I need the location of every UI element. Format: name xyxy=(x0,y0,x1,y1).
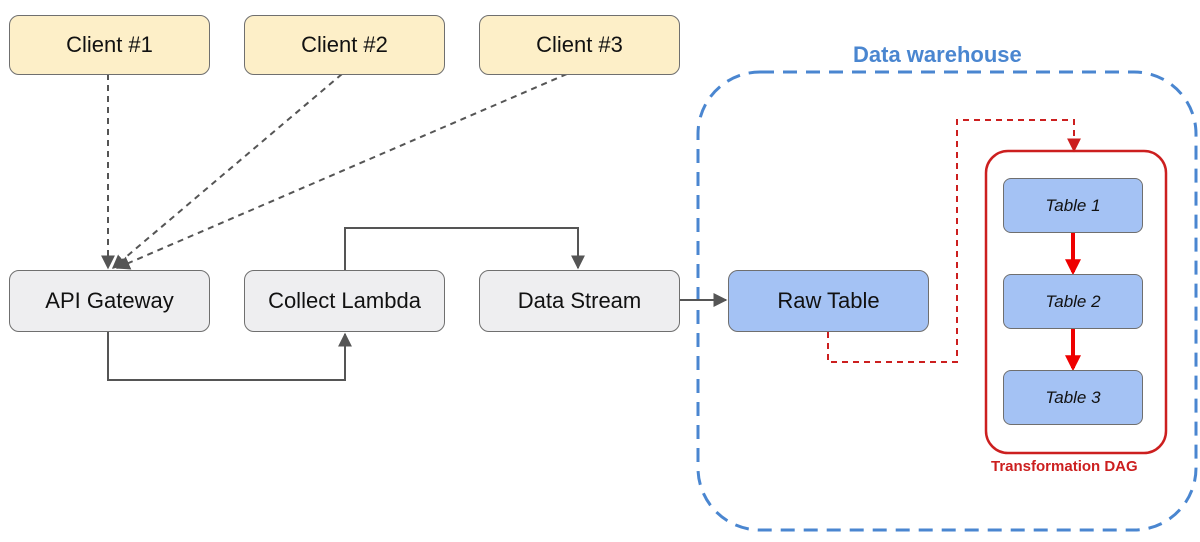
transformation-dag-title: Transformation DAG xyxy=(991,458,1138,475)
api-gateway-box: API Gateway xyxy=(9,270,210,332)
table-2-box: Table 2 xyxy=(1003,274,1143,329)
lambda-to-stream-arrow xyxy=(344,227,585,270)
data-warehouse-boundary xyxy=(696,70,1198,532)
client-2-label: Client #2 xyxy=(301,32,388,57)
data-stream-box: Data Stream xyxy=(479,270,680,332)
client-2-box: Client #2 xyxy=(244,15,445,75)
table-3-label: Table 3 xyxy=(1045,387,1101,407)
table-1-box: Table 1 xyxy=(1003,178,1143,233)
gateway-to-lambda-arrow xyxy=(107,332,352,381)
collect-lambda-label: Collect Lambda xyxy=(268,288,421,313)
client-1-label: Client #1 xyxy=(66,32,153,57)
data-warehouse-title: Data warehouse xyxy=(853,42,1022,67)
client-3-box: Client #3 xyxy=(479,15,680,75)
data-stream-label: Data Stream xyxy=(517,288,642,313)
client2-to-gateway-arrow xyxy=(111,73,343,269)
table-3-box: Table 3 xyxy=(1003,370,1143,425)
client-1-box: Client #1 xyxy=(9,15,210,75)
raw-table-to-dag-arrow xyxy=(827,119,1081,363)
collect-lambda-box: Collect Lambda xyxy=(244,270,445,332)
raw-table-box: Raw Table xyxy=(728,270,929,332)
api-gateway-label: API Gateway xyxy=(45,288,174,313)
table-2-label: Table 2 xyxy=(1045,291,1101,311)
raw-table-label: Raw Table xyxy=(777,288,880,313)
table-1-label: Table 1 xyxy=(1045,195,1101,215)
client-3-label: Client #3 xyxy=(536,32,623,57)
client3-to-gateway-arrow xyxy=(115,73,568,270)
